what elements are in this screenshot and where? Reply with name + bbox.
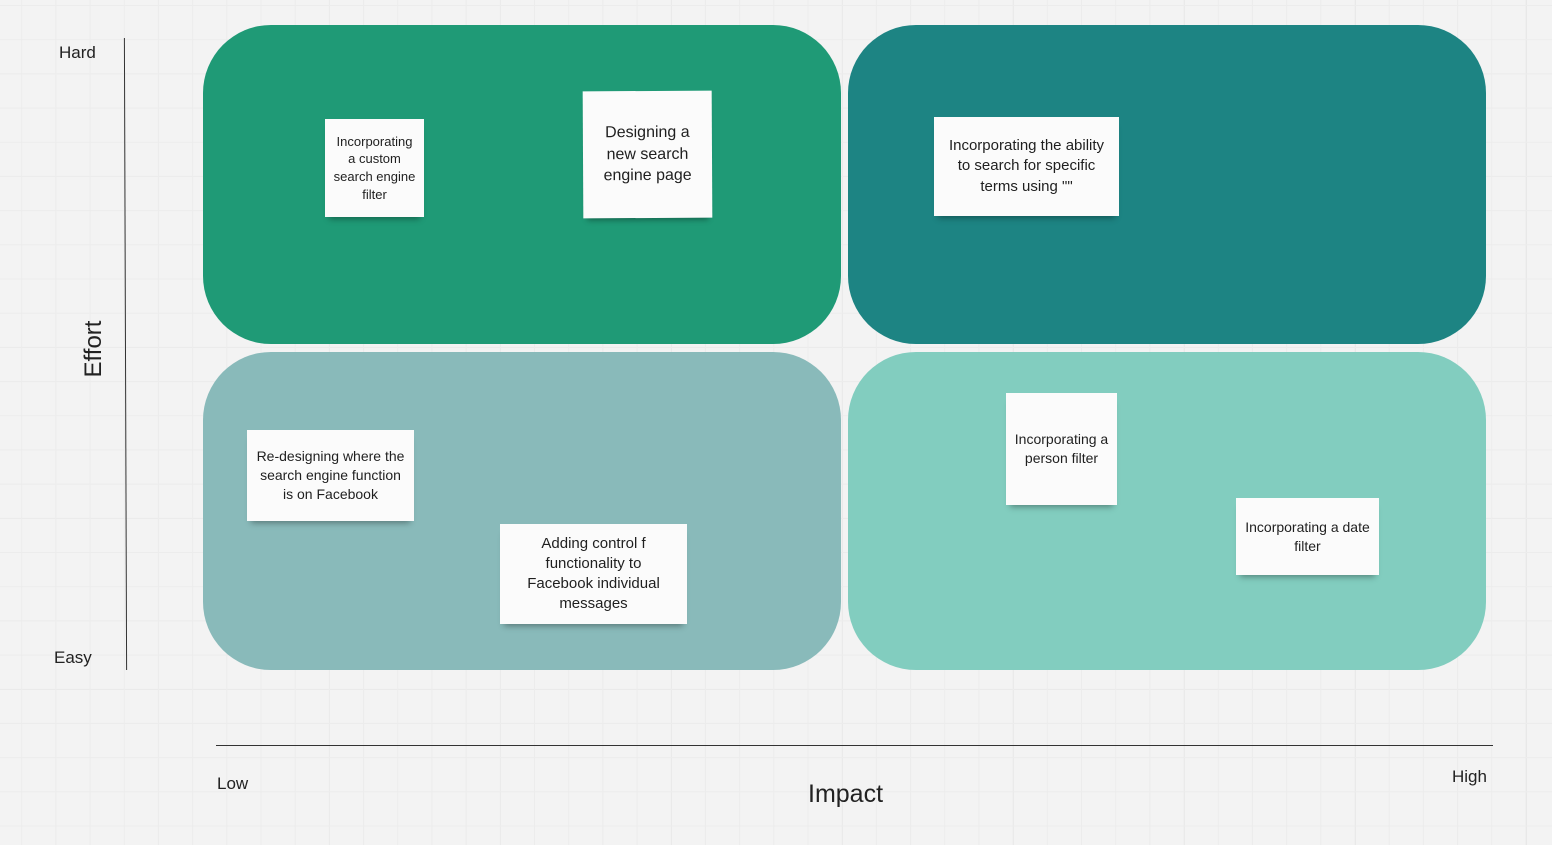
y-axis-title: Effort [80, 320, 107, 378]
x-axis-title: Impact [808, 780, 884, 808]
x-axis-left-label: Low [217, 774, 249, 793]
sticky-note-new-search-page[interactable]: Designing a new search engine page [582, 90, 713, 219]
quadrant-easy-high-impact[interactable] [848, 352, 1486, 670]
sticky-note-text: Incorporating a custom search engine fil… [333, 133, 416, 202]
y-axis-top-label: Hard [59, 43, 96, 62]
sticky-note-date-filter[interactable]: Incorporating a date filter [1236, 498, 1379, 575]
sticky-note-custom-search-filter[interactable]: Incorporating a custom search engine fil… [325, 119, 424, 217]
sticky-note-person-filter[interactable]: Incorporating a person filter [1006, 393, 1117, 505]
x-axis-right-label: High [1452, 767, 1487, 786]
x-axis-line [216, 745, 1493, 746]
sticky-note-control-f[interactable]: Adding control f functionality to Facebo… [500, 524, 687, 624]
sticky-note-text: Adding control f functionality to Facebo… [527, 534, 660, 613]
quadrant-hard-low-impact[interactable] [203, 25, 841, 344]
sticky-note-text: Re-designing where the search engine fun… [256, 448, 405, 502]
sticky-note-text: Incorporating a person filter [1014, 431, 1109, 466]
y-axis-bottom-label: Easy [54, 648, 92, 667]
sticky-note-text: Incorporating the ability to search for … [948, 137, 1105, 195]
sticky-note-search-specific-terms[interactable]: Incorporating the ability to search for … [934, 117, 1119, 216]
y-axis-line [123, 38, 128, 670]
sticky-note-redesign-location[interactable]: Re-designing where the search engine fun… [247, 430, 414, 521]
sticky-note-text: Designing a new search engine page [603, 123, 692, 185]
sticky-note-text: Incorporating a date filter [1245, 518, 1370, 554]
